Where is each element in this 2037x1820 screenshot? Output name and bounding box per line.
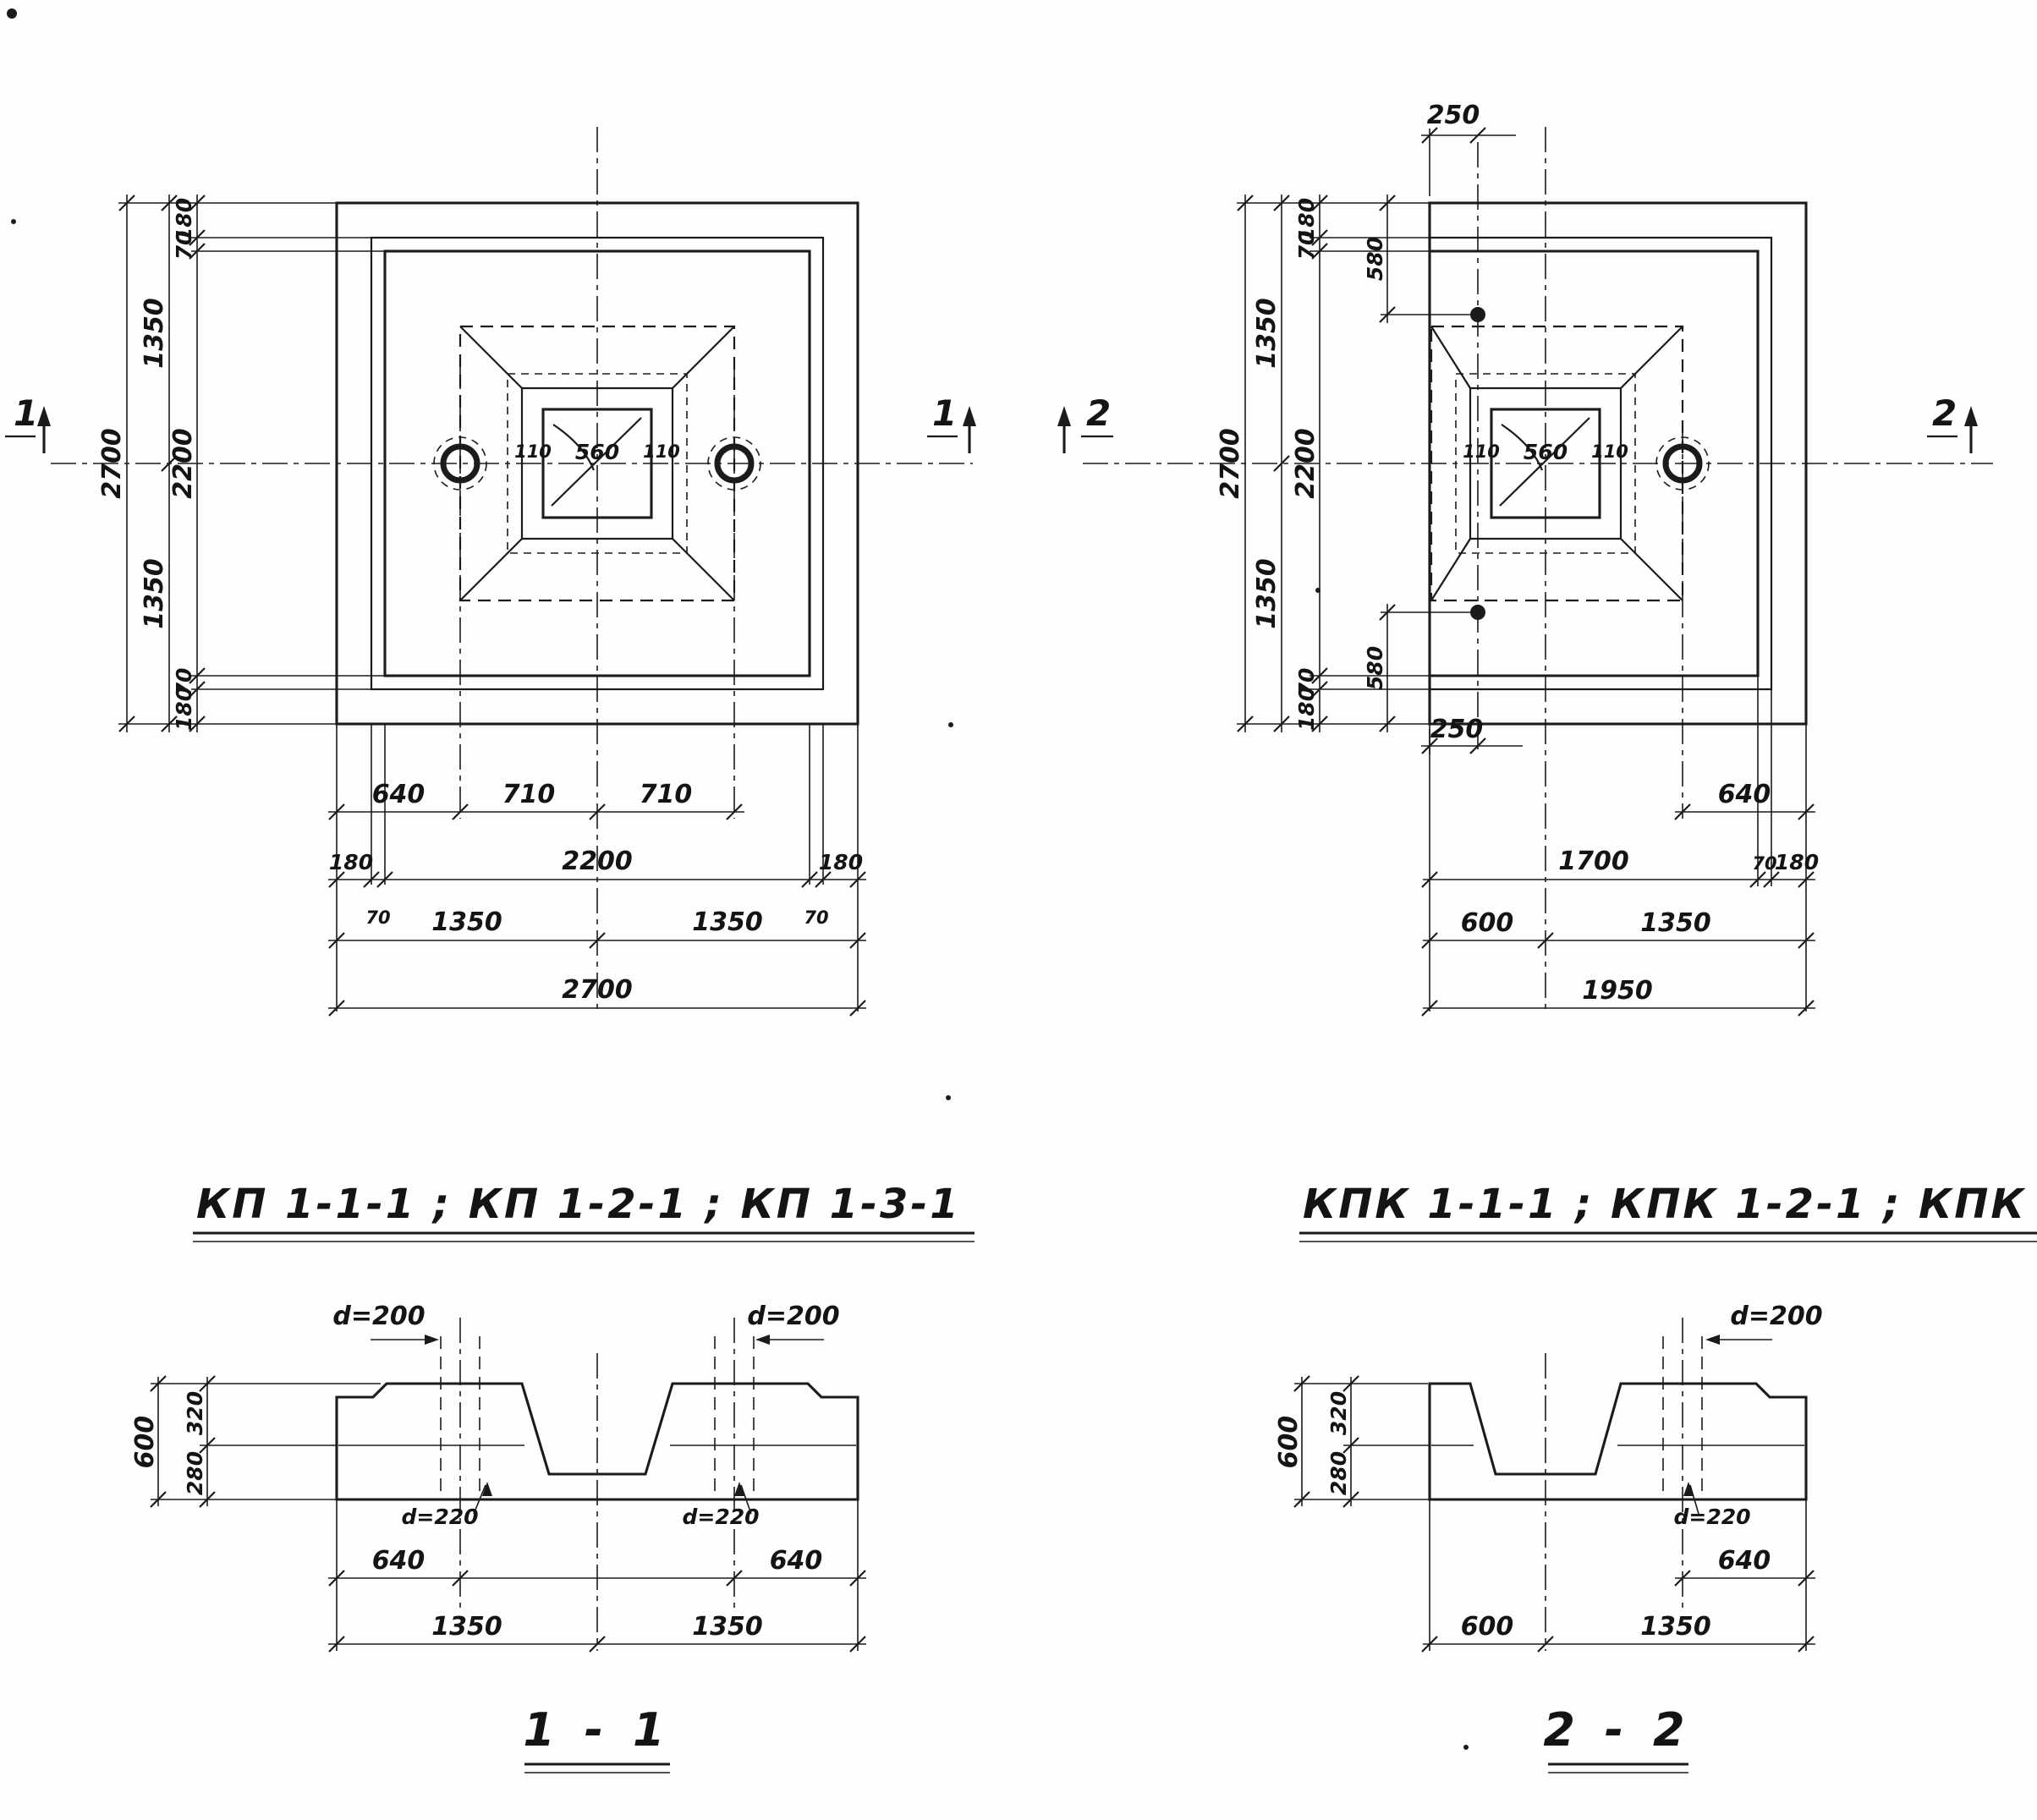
dim-2700-vertical: 2700	[97, 428, 127, 499]
section-2-2: d=200 d=220 600 320 280 640 600 1350 2 -…	[1274, 1302, 1823, 1773]
dim-180-right: 180	[1775, 850, 1819, 874]
dim-110-left: 110	[514, 441, 552, 462]
dim-110-right: 110	[643, 441, 680, 462]
dim-1350-bottom: 1350	[140, 558, 169, 629]
dim-d220-right: d=220	[682, 1505, 759, 1529]
dim-600: 600	[130, 1416, 160, 1469]
dim-2200: 2200	[1291, 428, 1320, 499]
dim-70-bottom: 70	[172, 668, 196, 698]
dim-70-bottom: 70	[1294, 668, 1319, 698]
dim-2200-vertical: 2200	[168, 428, 198, 499]
section-marker-2-left: 2	[1057, 392, 1113, 453]
dim-580-bottom: 580	[1363, 646, 1387, 690]
title-kpk: КПК 1-1-1 ; КПК 1-2-1 ; КПК 1-3-1	[1303, 1181, 2037, 1228]
dim-1950: 1950	[1582, 976, 1653, 1006]
plan-view-kp: 2700 1350 1350 180 70 2200 70 180 110 56…	[5, 127, 976, 1017]
marker-2-label: 2	[1086, 392, 1111, 434]
dim-560: 560	[1524, 440, 1568, 464]
dim-110-right: 110	[1591, 441, 1628, 462]
dim-1350-left: 1350	[431, 1612, 502, 1642]
dim-560: 560	[575, 440, 619, 464]
dim-280: 280	[1326, 1451, 1351, 1495]
section-outline	[1428, 1382, 1808, 1501]
scan-specks	[7, 8, 1469, 1750]
dim-1350-bottom: 1350	[1252, 558, 1282, 629]
dim-180-left-h: 180	[329, 850, 373, 874]
dim-1350-right-h: 1350	[692, 907, 763, 937]
dim-180-bottom: 180	[172, 687, 196, 731]
section-marker-2-right: 2	[1927, 392, 1978, 453]
dim-70-left-h: 70	[365, 907, 390, 928]
dim-2200-horizontal: 2200	[562, 847, 633, 876]
title-kp: КП 1-1-1 ; КП 1-2-1 ; КП 1-3-1	[196, 1181, 961, 1228]
dim-2700-horizontal: 2700	[562, 975, 633, 1005]
dim-70-top: 70	[172, 231, 196, 260]
socket-scribble	[1499, 417, 1590, 507]
titles: КП 1-1-1 ; КП 1-2-1 ; КП 1-3-1 КПК 1-1-1…	[193, 1181, 2037, 1242]
dim-640-left: 640	[372, 1546, 426, 1576]
pyramid-edges	[459, 326, 735, 601]
dim-110-left: 110	[1463, 441, 1500, 462]
dim-2700: 2700	[1216, 428, 1245, 499]
socket-scribble	[551, 417, 642, 507]
dim-180-right-h: 180	[819, 850, 863, 874]
dim-320: 320	[1326, 1391, 1351, 1435]
dim-d200-right: d=200	[747, 1302, 839, 1331]
dim-280: 280	[183, 1451, 207, 1495]
dim-600: 600	[1274, 1416, 1304, 1469]
dim-1350: 1350	[1640, 1612, 1711, 1642]
pyramid-edges	[1430, 326, 1683, 601]
dim-70-right-h: 70	[804, 907, 828, 928]
section-outline	[335, 1382, 859, 1501]
dim-1350-top: 1350	[1252, 298, 1282, 369]
marker-1-label: 1	[14, 392, 38, 434]
pipe-holes-dashed	[440, 1336, 755, 1499]
dim-580-top: 580	[1363, 237, 1387, 281]
dim-180-bottom: 180	[1294, 687, 1319, 731]
dim-640-right: 640	[770, 1546, 823, 1576]
dim-250-bottom: 250	[1430, 715, 1484, 744]
plan-view-kpk: 250 250 2700 1350 1350 180 70 2200 70 18…	[1057, 101, 1993, 1017]
section-marker-1-right: 1	[927, 392, 976, 453]
dim-1350: 1350	[1640, 908, 1711, 938]
dim-1350-right: 1350	[692, 1612, 763, 1642]
dim-70-top: 70	[1294, 231, 1319, 260]
dim-640: 640	[372, 780, 426, 809]
dim-d220-left: d=220	[401, 1505, 478, 1529]
dim-250-top: 250	[1427, 101, 1480, 130]
dim-d200: d=200	[1730, 1302, 1822, 1331]
dim-710-right: 710	[640, 780, 693, 809]
dim-320: 320	[183, 1391, 207, 1435]
marker-2-label: 2	[1932, 392, 1957, 434]
dim-640: 640	[1718, 1546, 1771, 1576]
dim-d200-left: d=200	[332, 1302, 425, 1331]
caption-2-2: 2 - 2	[1543, 1703, 1691, 1757]
dim-180-top: 180	[172, 198, 196, 242]
marker-1-label: 1	[932, 392, 957, 434]
pipe-hole-dashed	[1662, 1336, 1703, 1499]
dim-d220: d=220	[1673, 1505, 1750, 1529]
caption-1-1: 1 - 1	[523, 1703, 671, 1757]
dim-600-bottom: 600	[1461, 1612, 1514, 1642]
dim-70-right: 70	[1752, 853, 1776, 874]
section-marker-1-left: 1	[5, 392, 51, 453]
dim-640: 640	[1718, 780, 1771, 809]
dim-1350-top: 1350	[140, 298, 169, 369]
dim-600: 600	[1461, 908, 1514, 938]
section-1-1: d=200 d=200 d=220 d=220 600 320 280 640 …	[130, 1302, 867, 1773]
dim-180-top: 180	[1294, 198, 1319, 242]
dim-1700: 1700	[1558, 847, 1629, 876]
dim-710-left: 710	[502, 780, 556, 809]
dim-1350-left-h: 1350	[431, 907, 502, 937]
